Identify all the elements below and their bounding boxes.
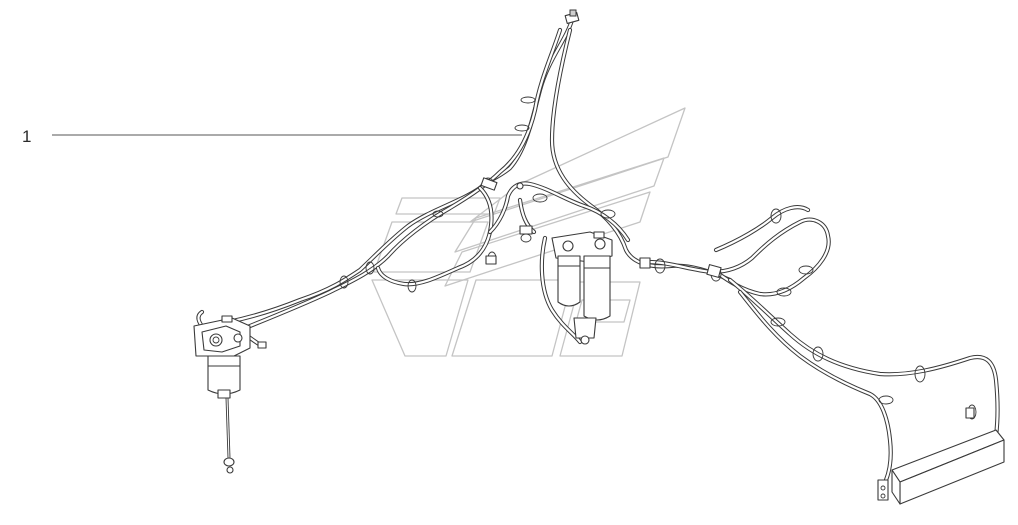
hose-clip (520, 233, 532, 243)
hose-clip (407, 279, 417, 293)
hose-clip (798, 265, 814, 275)
hose-clips (339, 96, 977, 420)
hose-clip (812, 346, 824, 362)
top-connector (564, 9, 580, 24)
watermark-logo (371, 107, 686, 357)
hose-clip (770, 208, 782, 224)
hose-clip (532, 193, 548, 203)
hose-clip (770, 317, 786, 327)
hose-clip (514, 124, 530, 132)
left-fuel-filter (193, 317, 251, 474)
fuel-cooler (877, 407, 1005, 505)
hose-clip (520, 96, 536, 104)
hose-clip (365, 261, 375, 275)
hose-clip (878, 395, 894, 405)
hose-clip (432, 210, 444, 218)
hose-clip (776, 287, 792, 297)
hose-clip (914, 365, 926, 383)
callout-label-1: 1 (22, 127, 31, 146)
harness-fittings (221, 177, 722, 349)
hose-clip (339, 275, 349, 289)
center-fuel-filter (551, 231, 613, 345)
hose-clip (600, 209, 616, 219)
hose-clip (654, 258, 666, 274)
